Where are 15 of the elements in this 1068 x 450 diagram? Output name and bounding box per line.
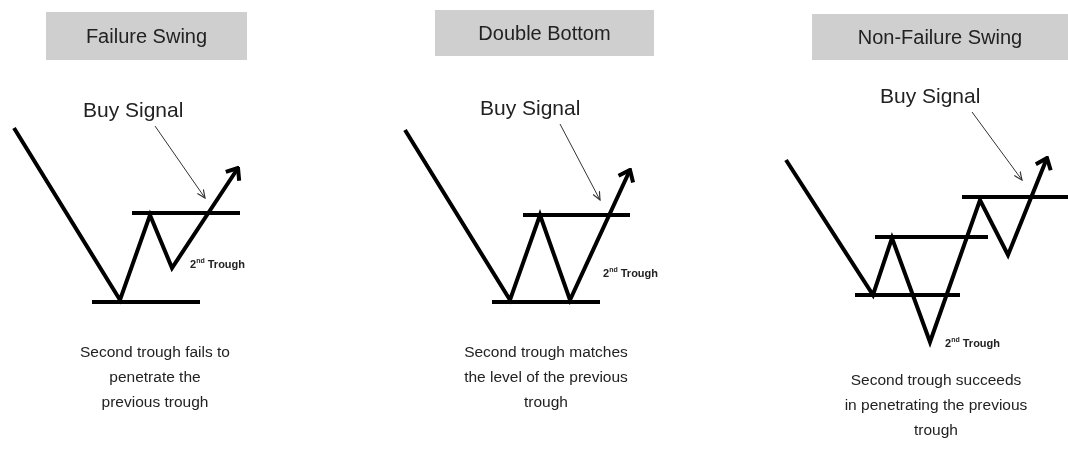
signal-label: Buy Signal: [880, 84, 981, 108]
caption-text: Second trough fails to penetrate the previous trough: [79, 342, 231, 412]
title-banner: Non-Failure Swing: [812, 14, 1068, 60]
trough-label: 2$^{nd}$ Trough: [603, 266, 658, 279]
caption-text: Second trough matches the level of the previous trough: [463, 342, 629, 412]
leader-arrow: [559, 123, 601, 201]
title-banner: Failure Swing: [46, 12, 247, 60]
trough-label: 2$^{nd}$ Trough: [945, 336, 1000, 349]
trough-label: 2$^{nd}$ Trough: [190, 257, 245, 270]
signal-label: Buy Signal: [480, 96, 581, 120]
signal-label: Buy Signal: [83, 98, 184, 122]
caption-text: Second trough succeeds in penetrating the previous trough: [843, 370, 1029, 440]
leader-arrow: [154, 125, 206, 199]
title-banner: Double Bottom: [435, 10, 654, 56]
leader-arrow: [971, 111, 1023, 181]
